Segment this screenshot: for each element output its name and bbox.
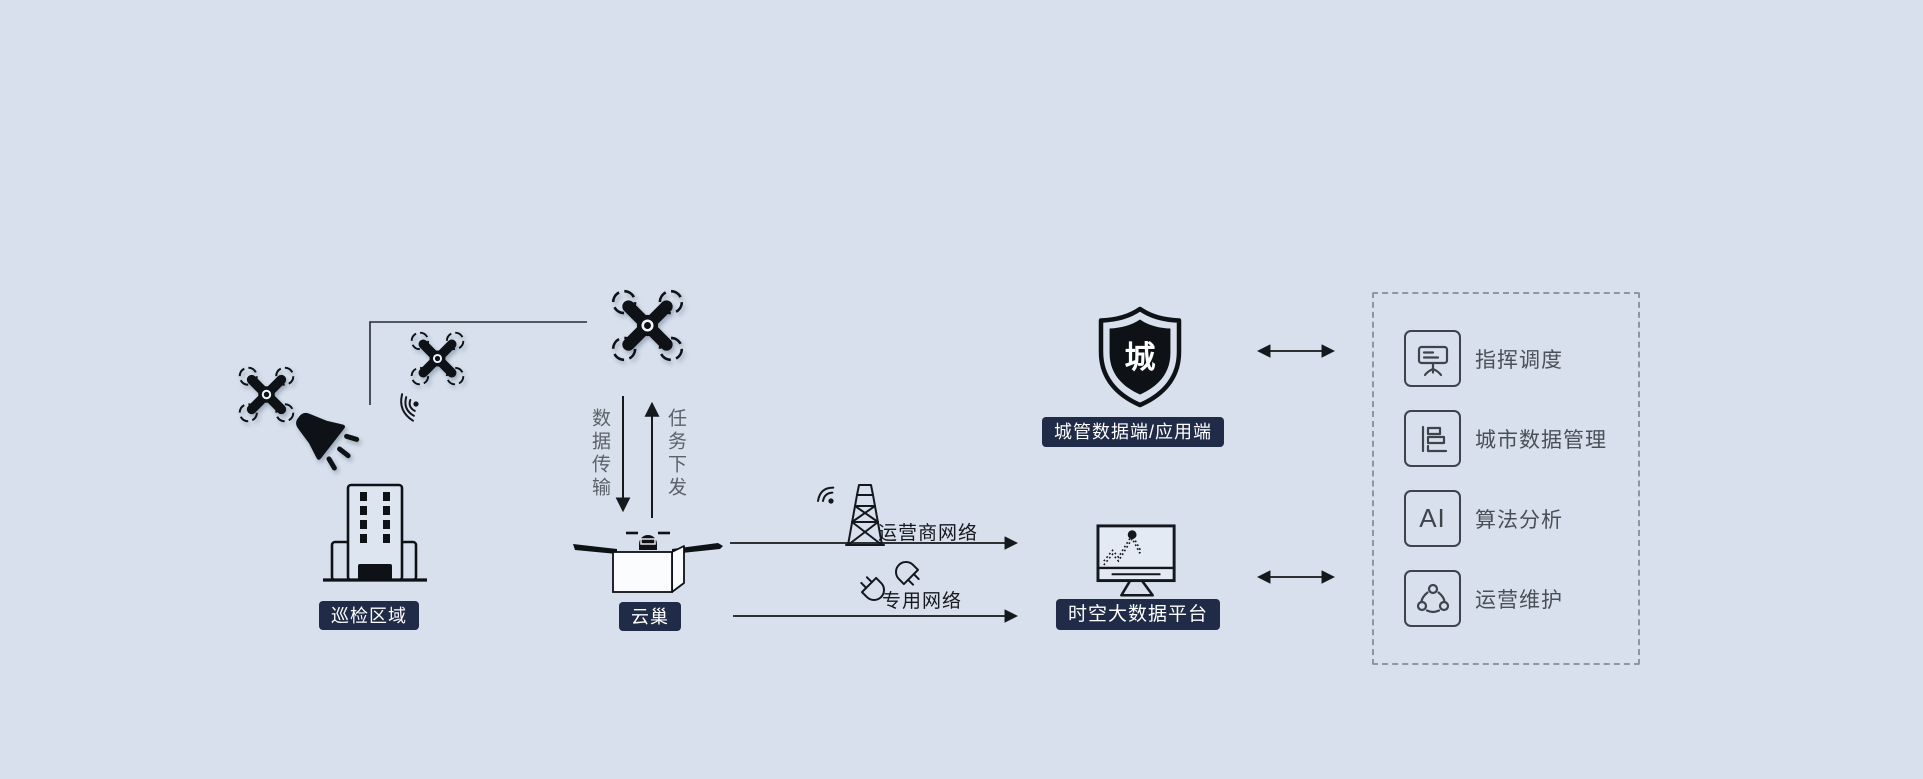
signal-tower-icon xyxy=(817,484,885,546)
drone-nest-icon xyxy=(573,531,723,593)
inspection-area-badge: 巡检区域 xyxy=(319,601,419,630)
city-gov-endpoint-badge: 城管数据端/应用端 xyxy=(1041,417,1225,447)
carrier-network-label: 运营商网络 xyxy=(878,523,979,544)
building-icon xyxy=(323,483,427,582)
ai-glyph: AI xyxy=(1419,503,1446,533)
panel-item-algorithm: AI 算法分析 xyxy=(1404,490,1634,547)
data-bars-icon xyxy=(1404,410,1461,467)
panel-item-label: 指挥调度 xyxy=(1475,348,1563,372)
drone-route-connector-line xyxy=(369,321,587,405)
panel-item-city-data: 城市数据管理 xyxy=(1404,410,1634,467)
share-nodes-icon xyxy=(1404,570,1461,627)
bigdata-platform-badge: 时空大数据平台 xyxy=(1055,599,1221,630)
monitor-chart-icon xyxy=(1096,524,1176,597)
nest-badge: 云巢 xyxy=(619,602,681,631)
task-dispatch-label: 任务下发 xyxy=(665,408,686,500)
panel-item-label: 城市数据管理 xyxy=(1475,428,1607,452)
megaphone-icon xyxy=(296,412,360,471)
ai-icon: AI xyxy=(1404,490,1461,547)
plug-icon xyxy=(860,561,920,601)
panel-item-command-dispatch: 指挥调度 xyxy=(1404,330,1634,387)
private-network-label: 专用网络 xyxy=(882,591,963,612)
capabilities-panel: 指挥调度 城市数据管理 AI 算法分析 xyxy=(1372,292,1640,665)
shield-glyph: 城 xyxy=(1125,340,1156,375)
drone-icon xyxy=(410,331,465,386)
city-shield-icon: 城 xyxy=(1098,306,1182,408)
wifi-signal-icon xyxy=(400,393,419,422)
panel-item-operations: 运营维护 xyxy=(1404,570,1634,627)
panel-item-label: 运营维护 xyxy=(1475,588,1563,612)
drone-icon xyxy=(611,289,684,362)
presentation-board-icon xyxy=(1404,330,1461,387)
data-upload-label: 数据传输 xyxy=(589,408,610,500)
panel-item-label: 算法分析 xyxy=(1475,508,1563,532)
